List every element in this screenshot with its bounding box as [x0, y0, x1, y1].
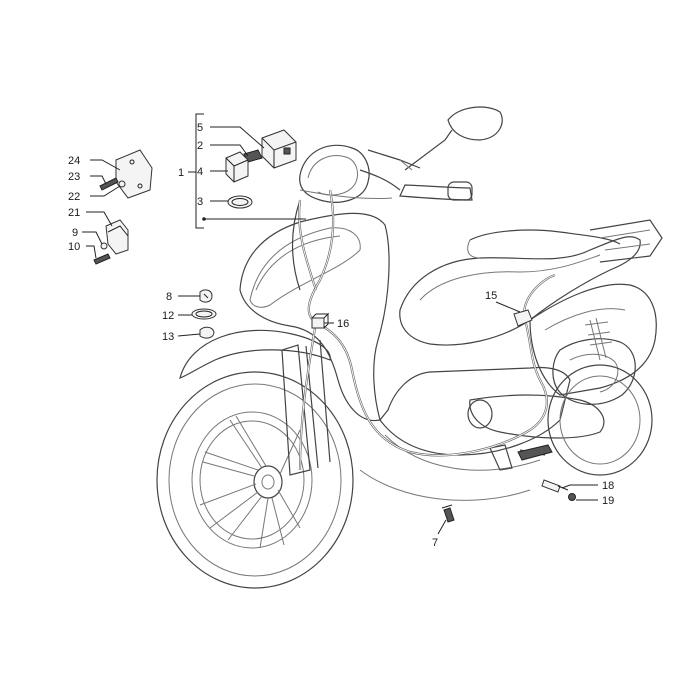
label-12: 12	[162, 310, 174, 322]
front-shield	[239, 212, 390, 422]
front-wheel	[156, 371, 354, 589]
part-19-nut	[568, 493, 576, 501]
handlebar-area	[291, 106, 503, 291]
seat	[399, 229, 641, 346]
part-labels: 5 2 1 4 3 24 23 22 21 9 10 8 12 13 16 15…	[68, 122, 614, 549]
label-10: 10	[68, 241, 80, 253]
rear-carrier	[589, 219, 663, 263]
label-9: 9	[72, 227, 78, 239]
label-21: 21	[68, 207, 80, 219]
part-13-clip	[199, 326, 215, 339]
label-8: 8	[166, 291, 172, 303]
part-22-washer	[118, 180, 126, 188]
label-1: 1	[178, 167, 184, 179]
label-23: 23	[68, 171, 80, 183]
part-23-screw	[99, 177, 119, 191]
part-15-clamp	[513, 309, 533, 327]
part-5-control-unit	[261, 129, 297, 169]
engine-rear	[467, 283, 657, 476]
part-9-nut	[100, 242, 108, 250]
part-12-clamp-band	[191, 308, 217, 320]
part-18-bolt	[541, 479, 569, 493]
label-7: 7	[432, 537, 438, 549]
part-7-screw	[441, 504, 455, 523]
front-fork	[281, 339, 331, 476]
wiring-harness	[298, 189, 556, 471]
part-24-bracket-plate	[115, 149, 153, 199]
part-8-clip	[199, 289, 213, 303]
label-3: 3	[197, 196, 203, 208]
label-19: 19	[602, 495, 614, 507]
front-fender	[179, 329, 331, 379]
label-4: 4	[197, 166, 203, 178]
parts	[93, 129, 576, 523]
label-24: 24	[68, 155, 80, 167]
label-22: 22	[68, 191, 80, 203]
label-13: 13	[162, 331, 174, 343]
scooter-outline	[156, 106, 663, 589]
label-2: 2	[197, 140, 203, 152]
label-18: 18	[602, 480, 614, 492]
label-5: 5	[197, 122, 203, 134]
label-15: 15	[485, 290, 497, 302]
leader-lines	[82, 113, 598, 535]
part-21-bracket	[105, 219, 129, 255]
part-4-fuse-holder	[225, 151, 249, 183]
part-10-screw	[93, 253, 111, 265]
part-16-connector	[311, 312, 330, 329]
label-16: 16	[337, 318, 349, 330]
part-3-cable-clamp	[227, 195, 253, 209]
